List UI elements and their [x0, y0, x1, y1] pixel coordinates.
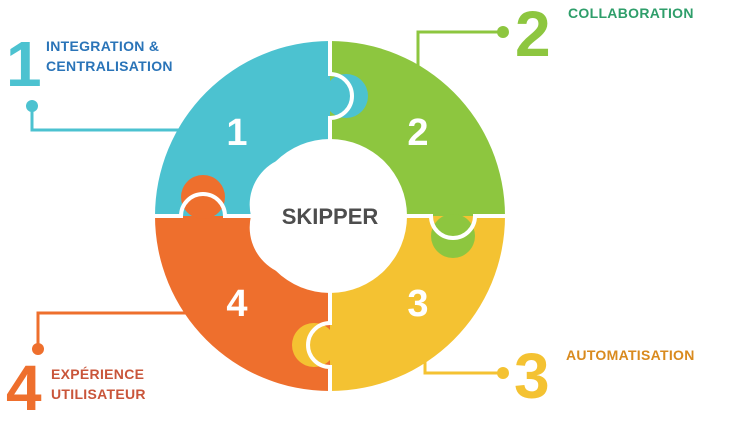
puzzle-piece-1	[155, 41, 330, 216]
connector-3	[423, 355, 509, 379]
callout-4-line-1: EXPÉRIENCE	[51, 366, 145, 382]
callout-label-4: EXPÉRIENCE UTILISATEUR	[51, 364, 146, 404]
callout-3-line-1: AUTOMATISATION	[566, 347, 695, 363]
callout-4-line-2: UTILISATEUR	[51, 386, 146, 402]
callout-number-4: 4	[6, 352, 42, 424]
connector-4	[32, 311, 190, 355]
callout-1-line-2: CENTRALISATION	[46, 58, 173, 74]
callout-label-1: INTEGRATION & CENTRALISATION	[46, 36, 173, 76]
puzzle-piece-4	[155, 216, 330, 391]
piece-number-1: 1	[226, 112, 247, 154]
knob-1-2	[324, 74, 368, 118]
knob-3-4	[292, 323, 336, 367]
callout-number-3: 3	[514, 340, 550, 412]
callout-number-2: 2	[515, 0, 551, 70]
center-circle	[253, 139, 407, 293]
piece-number-2: 2	[407, 112, 428, 154]
center-label: SKIPPER	[282, 204, 379, 229]
callout-label-3: AUTOMATISATION	[566, 345, 695, 365]
callout-label-2: COLLABORATION	[568, 3, 694, 23]
knob-4-1	[181, 175, 225, 219]
callout-number-1: 1	[6, 28, 42, 100]
connector-1	[26, 100, 190, 132]
callout-2-line-1: COLLABORATION	[568, 5, 694, 21]
puzzle-ring	[155, 41, 505, 391]
callout-1-line-1: INTEGRATION &	[46, 38, 160, 54]
piece-number-4: 4	[226, 283, 247, 325]
connector-2	[416, 26, 509, 68]
piece-number-3: 3	[407, 283, 428, 325]
